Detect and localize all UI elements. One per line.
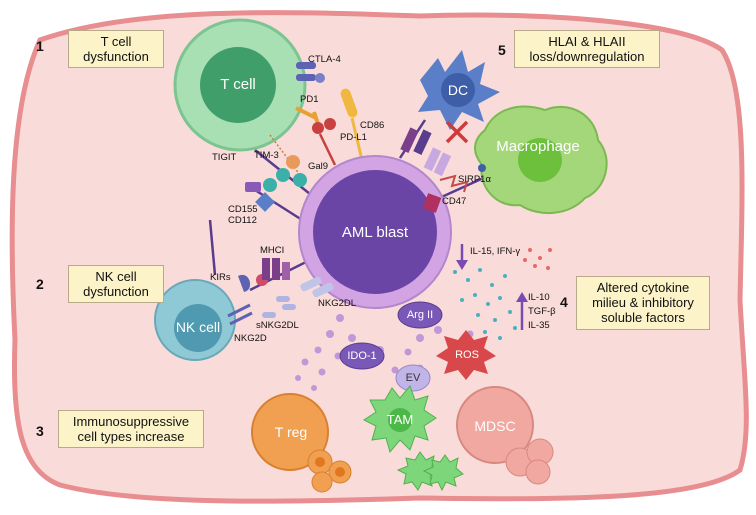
aml-blast-cell xyxy=(298,155,452,309)
pdl1-ligand-icon xyxy=(312,118,337,166)
tam-label: TAM xyxy=(386,412,414,427)
cytokine-dots xyxy=(453,268,517,340)
section-number-2: 2 xyxy=(36,276,44,292)
ros-burst xyxy=(436,330,496,380)
ros-label: ROS xyxy=(455,349,479,361)
mhci-label: MHCI xyxy=(260,245,285,256)
tim3-label: TIM-3 xyxy=(254,150,279,161)
cd86-ligand-icon xyxy=(340,88,364,161)
cd86-label: CD86 xyxy=(360,120,385,131)
pdl1-label: PD-L1 xyxy=(340,132,367,143)
nkg2d-receptor-icon xyxy=(227,303,253,326)
section-number-3: 3 xyxy=(36,423,44,439)
cd47-label: CD47 xyxy=(442,196,467,207)
cd47-link xyxy=(434,173,491,202)
section-number-1: 1 xyxy=(36,38,44,54)
ctla4-label: CTLA-4 xyxy=(308,54,341,65)
kirs-label: KIRs xyxy=(210,272,231,283)
section-1-label: T cell dysfunction xyxy=(68,30,164,68)
ctla4-receptor-icon xyxy=(296,62,325,83)
pd1-label: PD1 xyxy=(300,94,319,105)
cytokine-down-label: IL-15, IFN-γ xyxy=(470,246,521,257)
kir-link xyxy=(208,219,217,276)
cd112-label: CD112 xyxy=(228,215,257,226)
treg-cell xyxy=(251,393,352,493)
tim3-gal9-icon xyxy=(263,134,307,192)
treg-label: T reg xyxy=(274,424,308,440)
snkg2dl-label: sNKG2DL xyxy=(256,320,299,331)
t-cell-label: T cell xyxy=(220,76,256,93)
ev-label: EV xyxy=(405,372,421,384)
ido1-bubble xyxy=(339,342,385,370)
macrophage-cell xyxy=(474,105,608,215)
nkg2dl-ligand-icon xyxy=(300,276,334,298)
ev-bubble xyxy=(395,364,431,392)
nk-cell xyxy=(154,279,236,361)
cd155-label: CD155 xyxy=(228,204,258,215)
section-4-label: Altered cytokine milieu & inhibitory sol… xyxy=(576,276,710,330)
cytokine-up-2-label: TGF-β xyxy=(528,306,556,317)
sirp-label: SIRP1α xyxy=(458,174,491,185)
aml-blast-label: AML blast xyxy=(341,224,409,241)
t-cell xyxy=(173,18,307,152)
cytokine-up-1-label: IL-10 xyxy=(528,292,550,303)
dc-label: DC xyxy=(447,82,469,98)
nkg2dl-label: NKG2DL xyxy=(318,298,357,309)
arg-ii-label: Arg II xyxy=(406,309,434,321)
nk-cell-label: NK cell xyxy=(175,319,221,335)
nkg2d-label: NKG2D xyxy=(234,333,267,344)
mdsc-label: MDSC xyxy=(474,418,516,434)
mhci-molecule-icon xyxy=(262,258,290,280)
hla-molecules-icon xyxy=(400,127,452,177)
up-arrow-icon xyxy=(516,292,528,330)
blocked-x-icon xyxy=(445,120,469,144)
tam-cell xyxy=(363,385,464,492)
section-number-5: 5 xyxy=(498,42,506,58)
tigit-label: TIGIT xyxy=(212,152,237,163)
il15-ifn-dots xyxy=(523,248,552,270)
gal9-label: Gal9 xyxy=(308,161,329,172)
ido1-label: IDO-1 xyxy=(347,350,377,362)
down-arrow-icon xyxy=(456,244,468,270)
dendritic-cell xyxy=(418,50,500,130)
section-number-4: 4 xyxy=(560,294,568,310)
arg-ii-bubble xyxy=(397,301,443,329)
pd1-receptor-icon xyxy=(295,106,320,125)
section-3-label: Immunosuppressive cell types increase xyxy=(58,410,204,448)
section-5-label: HLAI & HLAII loss/downregulation xyxy=(514,30,660,68)
mdsc-cell xyxy=(456,386,554,485)
tigit-receptor-icon xyxy=(245,182,275,212)
snkg2dl-icon xyxy=(262,296,296,318)
macrophage-label: Macrophage xyxy=(496,138,580,155)
cytokine-up-3-label: IL-35 xyxy=(528,320,550,331)
section-2-label: NK cell dysfunction xyxy=(68,265,164,303)
sirp-cd47-icon xyxy=(422,164,486,213)
